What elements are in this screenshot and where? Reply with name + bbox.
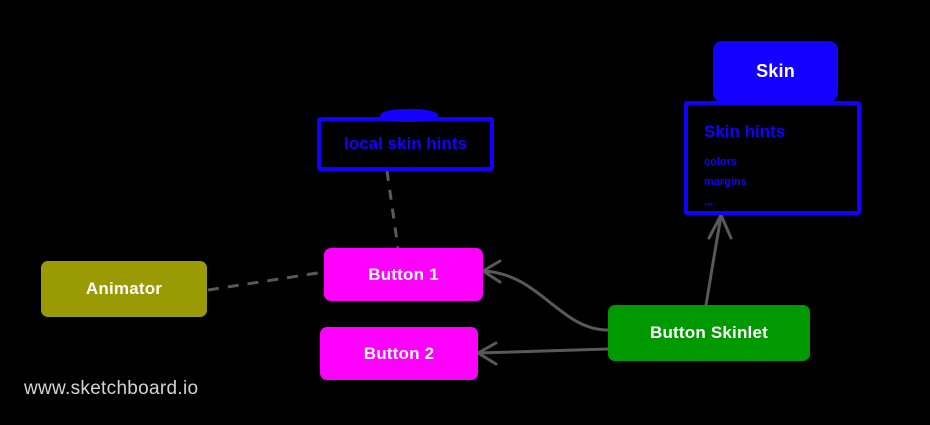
note-tab-blob-icon	[380, 109, 438, 122]
edge-button-skinlet-to-skin-hints	[704, 214, 723, 307]
node-skin-hints-title: Skin hints	[704, 122, 786, 141]
edge-button-skinlet-to-button2	[477, 347, 610, 355]
node-skin-label: Skin	[756, 61, 795, 81]
node-skin-hints-item-ellipsis: ...	[704, 196, 714, 209]
node-button2-label: Button 2	[363, 343, 435, 363]
edge-button-skinlet-to-button1	[482, 269, 610, 332]
node-button-skinlet[interactable]: Button Skinlet	[608, 305, 810, 361]
node-button2[interactable]: Button 2	[320, 327, 478, 380]
node-skin[interactable]: Skin	[713, 41, 838, 102]
node-local-skin-hints-label: local skin hints	[344, 134, 467, 153]
edge-local-skin-hints-to-button1	[385, 170, 400, 249]
node-button1[interactable]: Button 1	[324, 248, 483, 301]
arrowhead-button1	[481, 259, 502, 284]
arrowhead-skin-hints	[707, 213, 733, 240]
node-local-skin-hints[interactable]: local skin hints	[317, 109, 494, 171]
node-animator[interactable]: Animator	[41, 261, 207, 317]
watermark: www.sketchboard.io	[24, 378, 199, 399]
node-skin-hints-item-margins: margins	[704, 176, 747, 189]
edge-animator-to-button1	[207, 270, 325, 292]
node-animator-label: Animator	[85, 279, 163, 298]
node-button1-label: Button 1	[368, 264, 439, 284]
node-skin-hints[interactable]: Skin hints colors margins ...	[684, 101, 861, 215]
node-skin-hints-item-colors: colors	[704, 155, 738, 168]
arrowhead-button2	[476, 341, 498, 366]
node-button-skinlet-label: Button Skinlet	[649, 323, 768, 342]
